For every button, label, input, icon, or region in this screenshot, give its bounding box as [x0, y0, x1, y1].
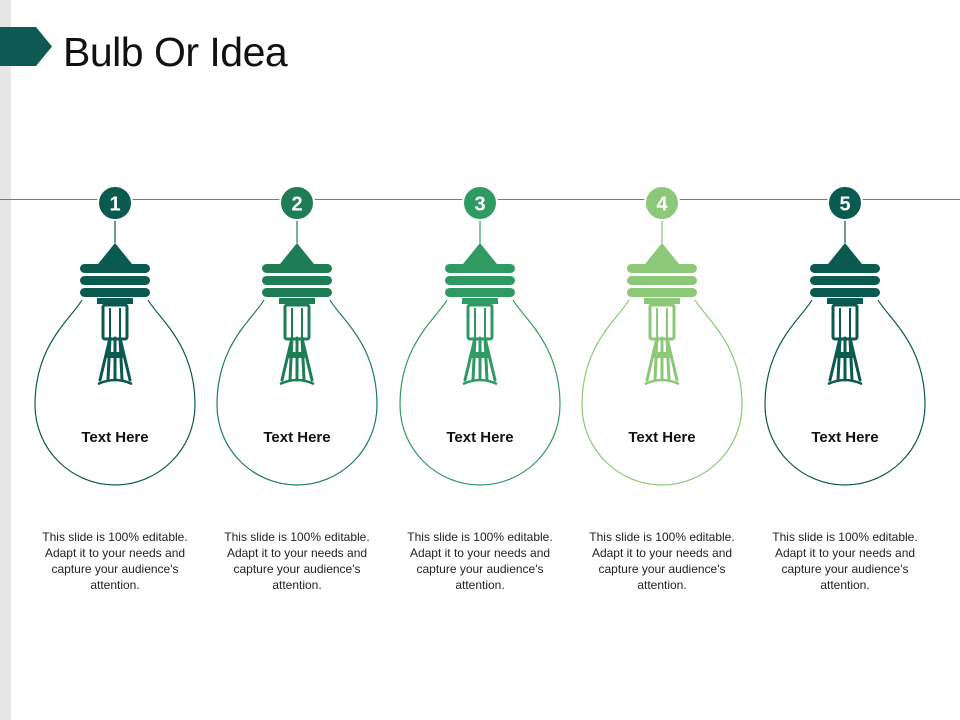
title-arrow-marker — [0, 27, 52, 66]
bulb-number-badge — [644, 185, 680, 221]
bulb-3-label: Text Here — [446, 429, 514, 446]
left-edge-strip — [0, 0, 11, 720]
bulb-1-description: This slide is 100% editable. Adapt it to… — [42, 530, 188, 592]
bulb-screw-ring — [80, 264, 150, 273]
bulb-number-badge — [97, 185, 133, 221]
bulb-number-badge — [279, 185, 315, 221]
bulb-filament-holder — [831, 303, 859, 341]
bulb-1-label: Text Here — [81, 429, 149, 446]
bulb-neck — [97, 298, 133, 304]
bulb-neck — [644, 298, 680, 304]
bulb-3-graphic: 3 — [399, 185, 561, 486]
bulb-filament-band — [835, 352, 855, 358]
bulb-screw-ring — [262, 288, 332, 297]
bulb-4-description: This slide is 100% editable. Adapt it to… — [589, 530, 735, 592]
bulb-filament-band — [470, 352, 490, 358]
bulb-number: 2 — [291, 194, 302, 216]
bulb-cap — [828, 243, 862, 264]
bulb-filament-holder — [648, 303, 676, 341]
bulb-number-badge — [462, 185, 498, 221]
bulb-filament-base — [97, 378, 133, 386]
bulb-glass-outline — [399, 299, 561, 486]
bulb-screw-ring — [627, 264, 697, 273]
bulb-screw-ring — [445, 288, 515, 297]
bulb-1-graphic: 1 — [34, 185, 196, 486]
bulb-screw-ring — [627, 276, 697, 285]
bulb-2-graphic: 2 — [216, 185, 378, 486]
bulb-cap — [463, 243, 497, 264]
bulb-5-description: This slide is 100% editable. Adapt it to… — [772, 530, 918, 592]
bulb-filament-base — [279, 378, 315, 386]
bulb-4-label: Text Here — [628, 429, 696, 446]
bulb-screw-ring — [80, 288, 150, 297]
bulb-screw-ring — [262, 276, 332, 285]
bulb-filament-holder — [466, 303, 494, 341]
bulb-filament-holder — [283, 303, 311, 341]
bulb-screw-ring — [80, 276, 150, 285]
bulb-filament-legs — [645, 336, 679, 382]
bulb-screw-ring — [810, 276, 880, 285]
bulb-glass-outline — [581, 299, 743, 486]
bulb-filament-holder — [101, 303, 129, 341]
bulb-filament-legs — [280, 336, 314, 382]
bulb-filament-band — [287, 352, 307, 358]
bulb-screw-ring — [810, 288, 880, 297]
bulb-5-graphic: 5 — [764, 185, 926, 486]
bulb-glass-outline — [764, 299, 926, 486]
bulb-2-description: This slide is 100% editable. Adapt it to… — [224, 530, 370, 592]
bulb-4-graphic: 4 — [581, 185, 743, 486]
title-marker-shape — [0, 27, 52, 66]
bulb-glass-outline — [216, 299, 378, 486]
bulb-filament-base — [462, 378, 498, 386]
bulb-number-badge — [827, 185, 863, 221]
bulb-screw-ring — [810, 264, 880, 273]
bulb-number: 1 — [109, 194, 120, 216]
bulb-filament-band — [652, 352, 672, 358]
bulb-filament-legs — [463, 336, 497, 382]
bulb-screw-ring — [445, 264, 515, 273]
bulb-cap — [98, 243, 132, 264]
bulb-screw-ring — [445, 276, 515, 285]
bulb-number: 4 — [656, 194, 668, 216]
bulb-filament-legs — [828, 336, 862, 382]
bulb-cap — [280, 243, 314, 264]
bulb-2-label: Text Here — [263, 429, 331, 446]
bulb-neck — [279, 298, 315, 304]
bulb-filament-legs — [98, 336, 132, 382]
bulb-neck — [462, 298, 498, 304]
bulb-screw-ring — [627, 288, 697, 297]
bulb-5-label: Text Here — [811, 429, 879, 446]
bulb-number: 3 — [474, 194, 485, 216]
bulb-screw-ring — [262, 264, 332, 273]
bulb-3-description: This slide is 100% editable. Adapt it to… — [407, 530, 553, 592]
bulb-filament-band — [105, 352, 125, 358]
bulb-cap — [645, 243, 679, 264]
bulb-number: 5 — [839, 194, 850, 216]
bulb-filament-base — [644, 378, 680, 386]
bulb-neck — [827, 298, 863, 304]
bulb-filament-base — [827, 378, 863, 386]
bulb-glass-outline — [34, 299, 196, 486]
slide-title: Bulb Or Idea — [63, 29, 288, 75]
